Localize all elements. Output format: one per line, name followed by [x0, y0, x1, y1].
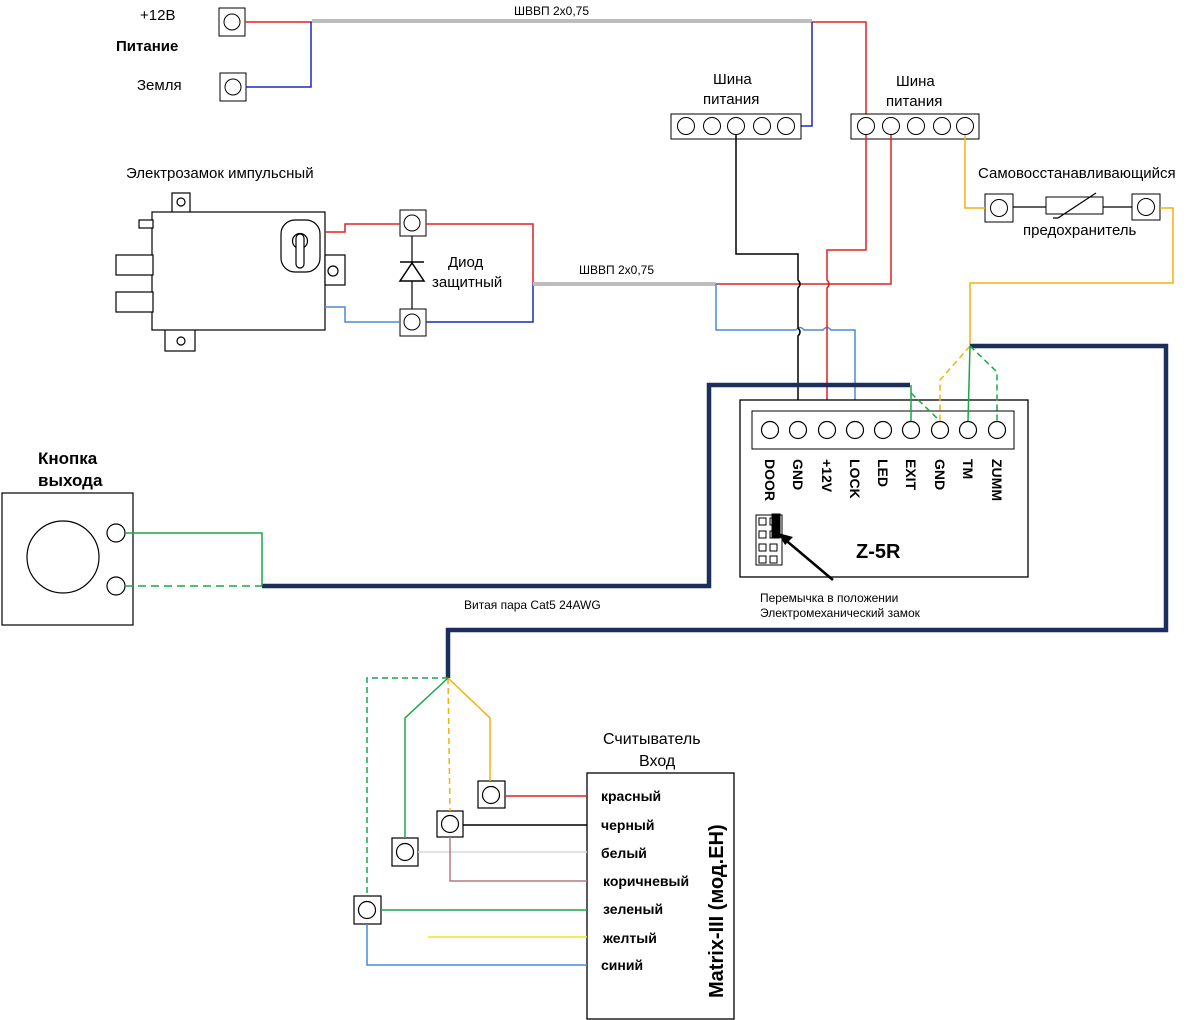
jumper-block [755, 513, 783, 566]
bus-left-label-1: Шина [713, 71, 752, 88]
power-ground-terminal [219, 72, 247, 102]
power-title: Питание [116, 38, 178, 55]
fuse-wires [964, 135, 1174, 346]
reader-title-2: Вход [639, 753, 676, 770]
fuse-label-1: Самовосстанавливающийся [978, 165, 1176, 182]
jumper-note-1: Перемычка в положении [760, 591, 898, 605]
reader-wire-green: зеленый [603, 901, 663, 917]
exit-button-label-2: выхода [38, 471, 103, 490]
jumper-note-2: Электромеханический замок [760, 606, 921, 620]
reader-wire-red: красный [601, 788, 661, 804]
terminal-zumm: ZUMM [989, 459, 1005, 501]
controller-model: Z-5R [856, 541, 901, 563]
terminal-led: LED [875, 459, 891, 487]
power-cable-label: ШВВП 2х0,75 [514, 4, 589, 18]
exit-button [1, 492, 134, 626]
electric-lock [115, 192, 346, 352]
reader-model: Matrix-III (мод.EH) [706, 824, 728, 998]
reader-wire-black: черный [601, 817, 654, 833]
power-supply: +12В Питание Земля [116, 7, 247, 102]
bus-left-label-2: питания [703, 91, 759, 108]
diode-label-2: защитный [432, 274, 502, 291]
power-wires [245, 19, 867, 127]
terminal-gnd-1: GND [790, 459, 806, 490]
terminal-door: DOOR [762, 459, 778, 501]
resettable-fuse: Самовосстанавливающийся предохранитель [978, 165, 1176, 239]
bus-left: Шина питания [670, 71, 802, 140]
terminal-plus12v: +12V [819, 459, 835, 493]
power-plus-terminal [218, 7, 246, 37]
power-ground-label: Земля [137, 77, 182, 94]
exit-button-wires [125, 532, 263, 587]
reader-wire-yellow: желтый [602, 930, 657, 946]
controller-signal-wires [910, 345, 998, 422]
bus-right-label-2: питания [886, 93, 942, 110]
reader-terminals [353, 780, 506, 925]
controller-terminal-holes [760, 420, 1007, 440]
bus-right-label-1: Шина [896, 73, 935, 90]
controller-z5r: DOOR GND +12V LOCK LED EXIT GND TM ZUMM … [739, 399, 1029, 581]
terminal-lock: LOCK [847, 459, 863, 499]
reader-matrix: Matrix-III (мод.EH) красный черный белый… [586, 772, 735, 1020]
protective-diode: Диод защитный [398, 209, 502, 337]
lock-cable-label: ШВВП 2х0,75 [579, 263, 654, 277]
lock-title: Электрозамок импульсный [126, 165, 314, 182]
reader-wires [366, 677, 587, 966]
exit-button-label-1: Кнопка [38, 449, 98, 468]
terminal-tm: TM [960, 459, 976, 479]
reader-wire-blue: синий [601, 957, 643, 973]
lock-wires [325, 135, 892, 387]
twisted-pair-cable [262, 343, 1169, 678]
reader-title-1: Считыватель [603, 731, 701, 748]
reader-wire-white: белый [601, 845, 647, 861]
terminal-exit: EXIT [903, 459, 919, 491]
diode-label-1: Диод [448, 254, 484, 271]
twisted-pair-label: Витая пара Cat5 24AWG [464, 598, 601, 612]
power-plus-label: +12В [140, 7, 175, 24]
bus-right: Шина питания [850, 73, 980, 140]
terminal-gnd-2: GND [932, 459, 948, 490]
reader-wire-brown: коричневый [603, 873, 689, 889]
fuse-label-2: предохранитель [1023, 222, 1137, 239]
